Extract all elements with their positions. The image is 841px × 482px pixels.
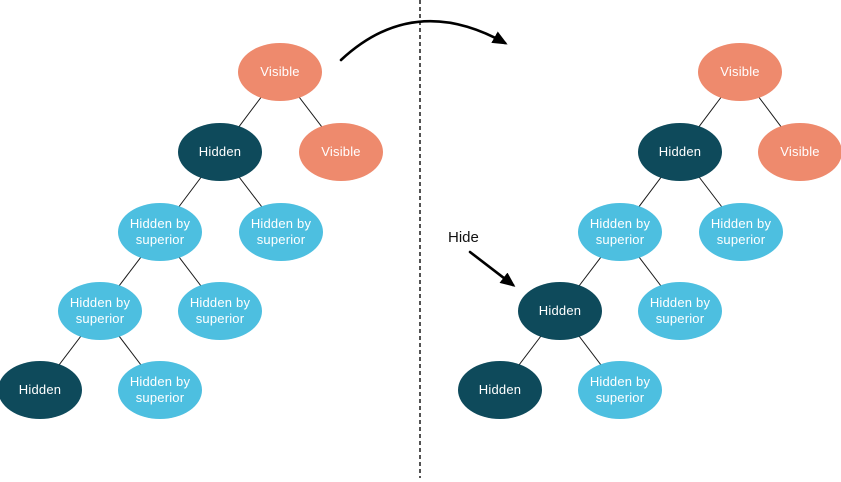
tree-node: Hidden by superior bbox=[178, 282, 262, 340]
tree-node: Visible bbox=[238, 43, 322, 101]
hide-arrow bbox=[468, 250, 516, 287]
transform-arrow bbox=[339, 19, 508, 62]
tree-node: Hidden bbox=[0, 361, 82, 419]
tree-node: Hidden bbox=[178, 123, 262, 181]
tree-node: Visible bbox=[299, 123, 383, 181]
tree-node: Hidden by superior bbox=[638, 282, 722, 340]
tree-node: Hidden by superior bbox=[118, 203, 202, 261]
tree-node: Hidden by superior bbox=[578, 203, 662, 261]
tree-node: Visible bbox=[698, 43, 782, 101]
tree-node: Hidden bbox=[518, 282, 602, 340]
tree-node: Hidden by superior bbox=[699, 203, 783, 261]
tree-node: Hidden bbox=[638, 123, 722, 181]
tree-node: Hidden by superior bbox=[578, 361, 662, 419]
tree-node: Hidden bbox=[458, 361, 542, 419]
tree-node: Visible bbox=[758, 123, 841, 181]
tree-node: Hidden by superior bbox=[239, 203, 323, 261]
tree-node: Hidden by superior bbox=[118, 361, 202, 419]
hide-annotation-label: Hide bbox=[448, 229, 479, 246]
tree-node: Hidden by superior bbox=[58, 282, 142, 340]
